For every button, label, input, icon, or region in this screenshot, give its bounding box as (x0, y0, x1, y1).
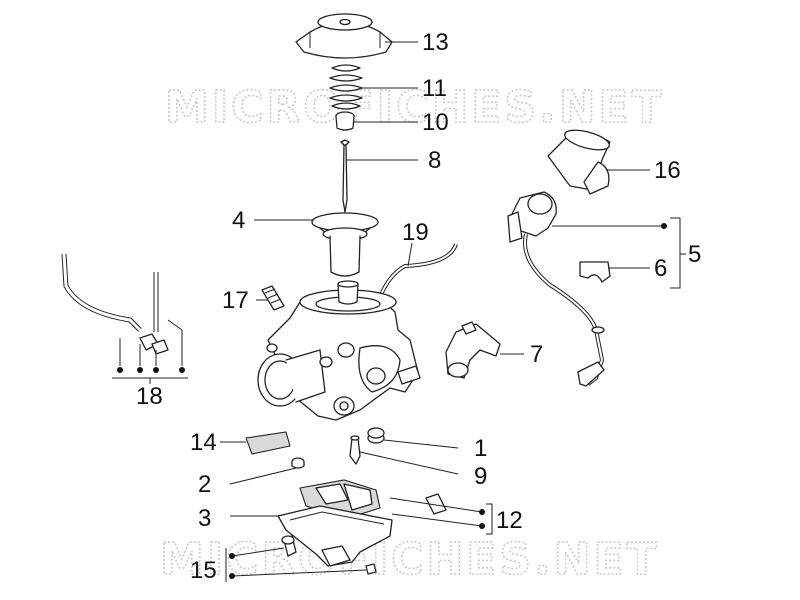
top-cover-part (295, 13, 393, 59)
callout-2: 2 (198, 471, 211, 498)
hose-part-19 (376, 243, 458, 303)
spring-part (329, 64, 363, 110)
nut-part-1 (367, 427, 385, 444)
callout-19: 19 (402, 219, 429, 246)
callout-8: 8 (428, 147, 441, 174)
callout-6: 6 (654, 255, 667, 282)
pad-part-14 (245, 431, 291, 455)
cap-part-16 (547, 129, 611, 195)
callout-13: 13 (422, 29, 449, 56)
ref-dot (661, 223, 667, 229)
callout-5: 5 (688, 241, 701, 268)
callout-11: 11 (422, 75, 447, 102)
choke-assembly-part (507, 191, 605, 387)
callout-9: 9 (474, 463, 487, 490)
jet-part-2 (291, 457, 305, 469)
screws-part-15 (281, 535, 377, 575)
callout-15: 15 (190, 557, 217, 584)
callout-4: 4 (232, 207, 245, 234)
diaphragm-slide-part (311, 212, 379, 277)
callout-1: 1 (474, 435, 487, 462)
watermark-bottom: MICROFICHES.NET (160, 534, 660, 585)
callout-14: 14 (190, 429, 217, 456)
callout-12: 12 (496, 507, 523, 534)
watermark-top: MICROFICHES.NET (165, 82, 665, 133)
callout-18: 18 (136, 383, 163, 410)
screw-part-17 (261, 285, 285, 311)
float-bowl-part (277, 505, 393, 567)
carburetor-body-part (257, 280, 421, 421)
hoses-part-18 (61, 253, 183, 366)
needle-retainer-part (335, 111, 355, 131)
callout-3: 3 (198, 505, 211, 532)
throttle-sensor-part (445, 321, 501, 379)
callout-7: 7 (530, 341, 543, 368)
callout-16: 16 (654, 157, 681, 184)
callout-17: 17 (222, 287, 249, 314)
callout-10: 10 (422, 109, 449, 136)
jet-needle-part (340, 139, 350, 213)
clip-part-6 (579, 261, 611, 283)
float-needle-part (349, 435, 361, 465)
